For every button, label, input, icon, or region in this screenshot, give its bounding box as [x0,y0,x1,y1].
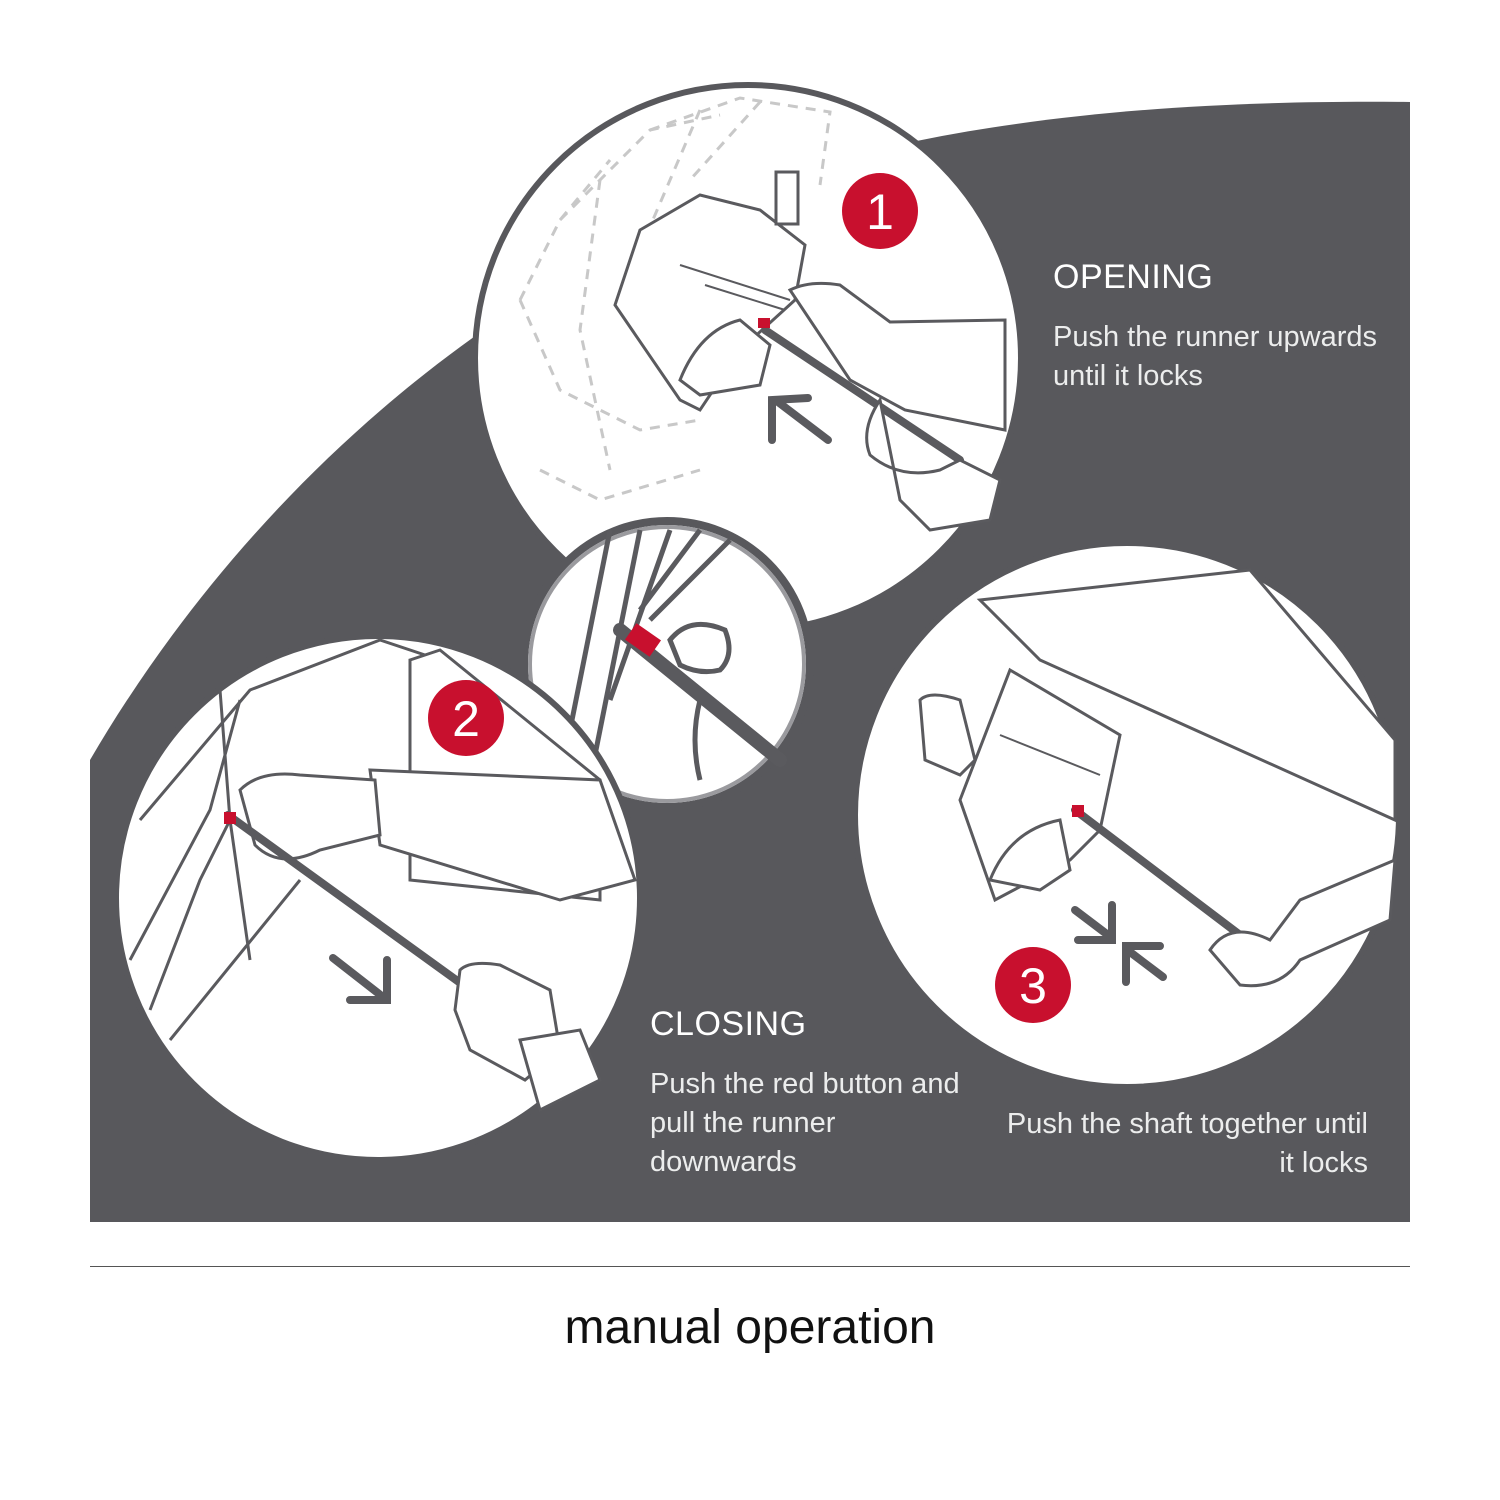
closing-instructions: Push the red button and pull the runner … [650,1068,960,1178]
opening-instructions: Push the runner upwards until it locks [1053,321,1378,392]
closing-heading: CLOSING [650,1005,807,1043]
footer-title: manual operation [564,1301,936,1354]
step-1-illustration: 1 [472,82,1024,634]
footer-divider [90,1266,1410,1267]
step-2-number: 2 [452,691,480,747]
step-3-number: 3 [1019,958,1047,1014]
step-2-illustration: 2 [113,633,643,1163]
detail-illustration [520,517,814,811]
step-3-illustration: 3 [852,540,1402,1090]
step-1-number: 1 [866,184,894,240]
shaft-instructions: Push the shaft together until it locks [1006,1108,1368,1179]
opening-heading: OPENING [1053,258,1214,296]
